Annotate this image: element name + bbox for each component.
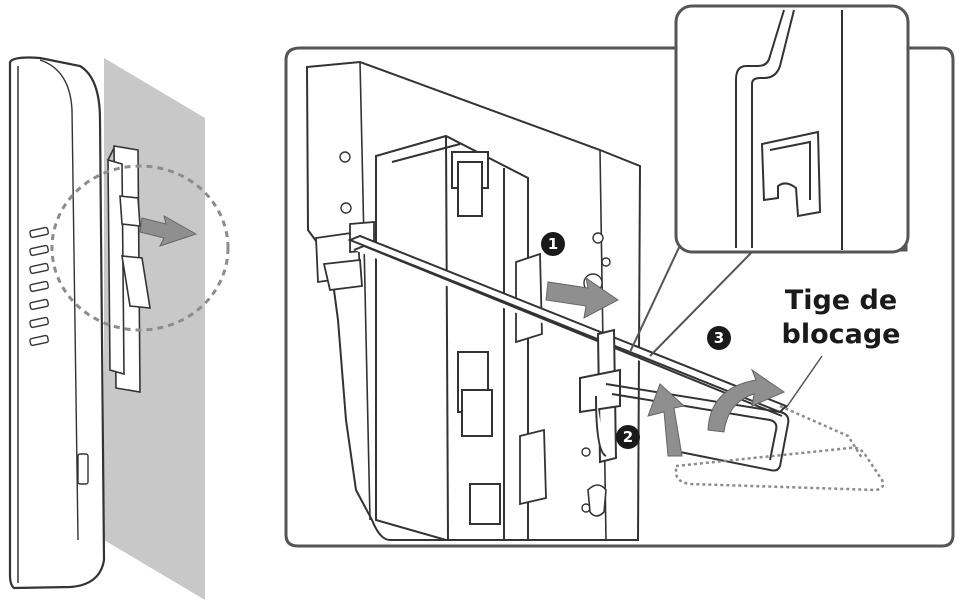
center-bracket — [375, 134, 529, 541]
lock-rod — [347, 234, 788, 417]
clip-ghost-outline — [674, 404, 885, 492]
step-3-badge: 3 — [707, 326, 731, 350]
arrow-step-2 — [647, 383, 686, 457]
callout-line-2: blocage — [781, 319, 901, 350]
zoom-inset — [674, 4, 910, 254]
monitor-side-view — [8, 56, 106, 590]
arrow-step-3 — [707, 368, 786, 433]
inset-hook-detail — [735, 9, 843, 250]
callout-line-1: Tige de — [784, 285, 898, 316]
callout-leader-line — [785, 355, 823, 409]
detail-panel — [284, 4, 955, 548]
insert-arrow-small — [139, 214, 198, 247]
side-port — [77, 453, 89, 485]
vent-slots — [29, 226, 49, 347]
monitor-top-curve — [39, 59, 79, 541]
keyhole-slot — [587, 484, 607, 517]
zoom-circle — [50, 164, 230, 332]
overview-panel — [8, 56, 230, 600]
latch-piece — [579, 328, 621, 464]
wall-bracket-small — [107, 145, 151, 393]
lock-rod-callout: Tige de blocage — [766, 284, 916, 352]
step-2-badge: 2 — [616, 425, 640, 449]
inset-pointer-right — [649, 251, 753, 357]
u-clip — [605, 383, 790, 472]
step-1-badge: 1 — [541, 232, 565, 256]
back-plate-edge — [359, 61, 371, 521]
arrow-step-1 — [545, 276, 619, 319]
